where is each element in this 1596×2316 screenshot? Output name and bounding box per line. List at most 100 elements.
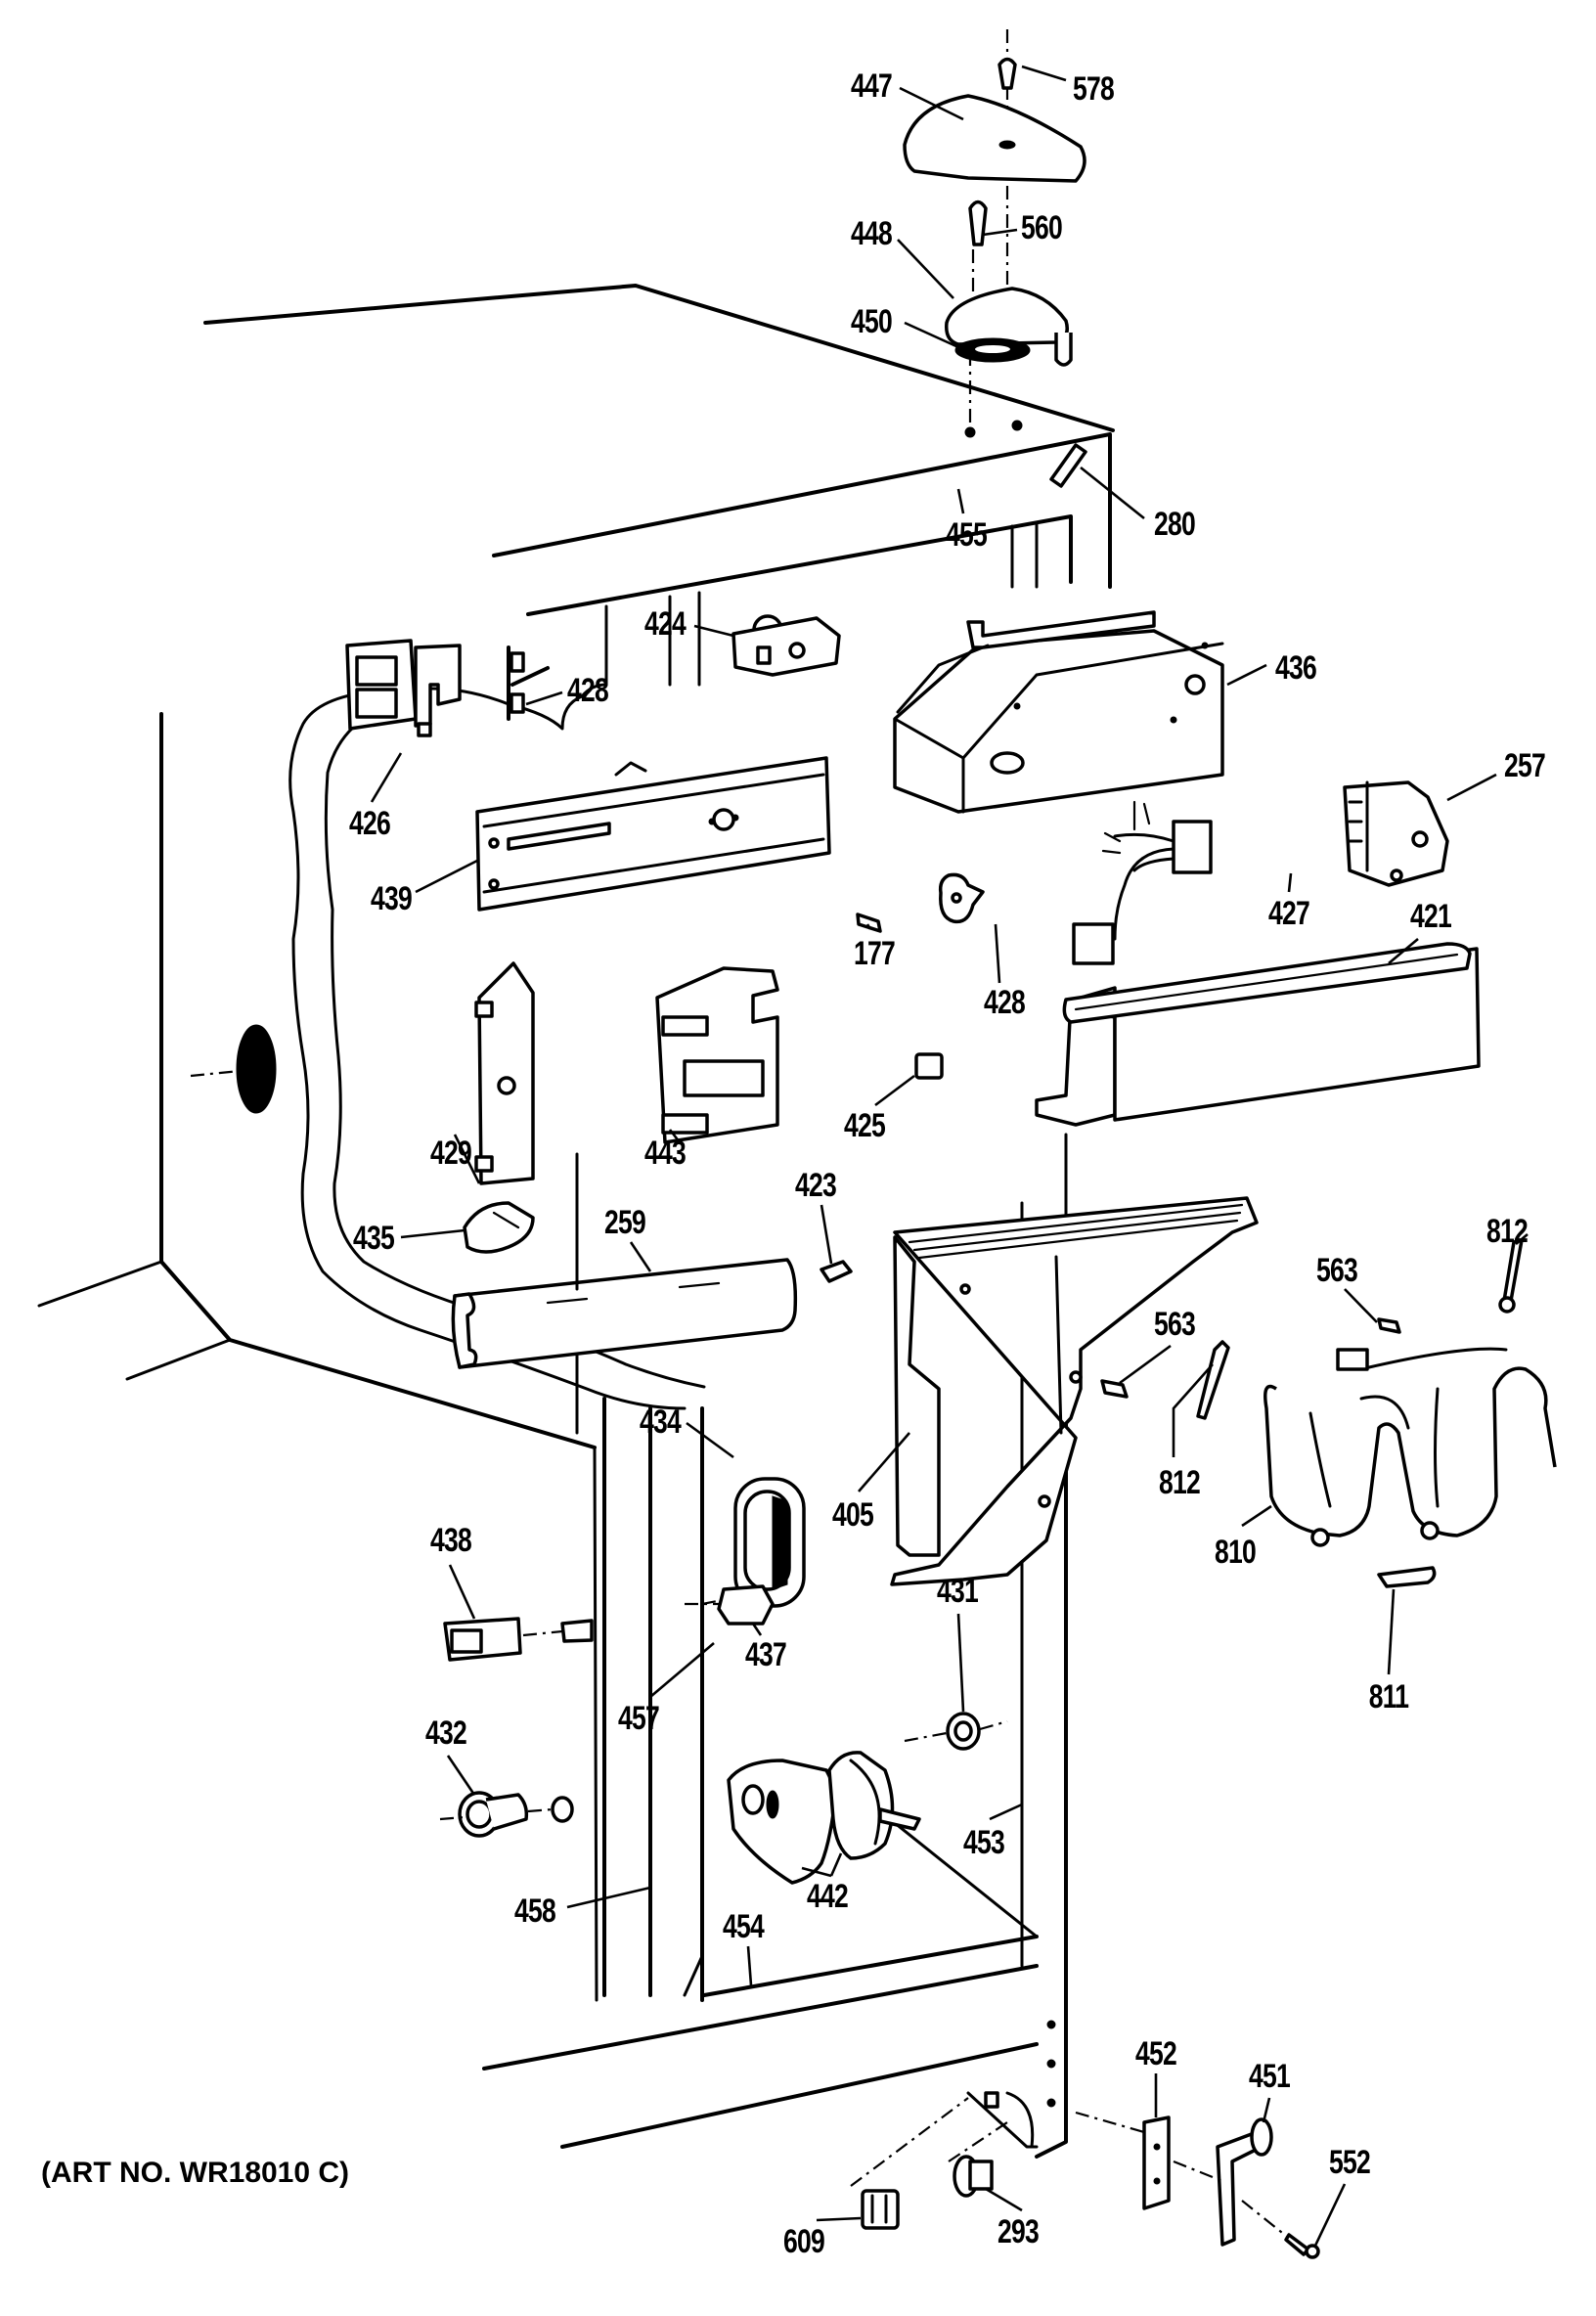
grommet-431 — [905, 1714, 1007, 1749]
post-hole — [1047, 2060, 1055, 2068]
floor-line-front — [127, 1340, 230, 1379]
part-label-450: 450 — [851, 303, 893, 340]
hinge-pin — [1056, 333, 1071, 365]
clamp-811 — [1379, 1568, 1435, 1586]
part-label-442: 442 — [807, 1878, 849, 1915]
liner-posts — [1012, 522, 1037, 587]
post-hole — [1047, 2021, 1055, 2028]
part-label-560: 560 — [1021, 209, 1063, 246]
screw-563-right — [1379, 1319, 1399, 1332]
screw-563-mid — [1102, 1381, 1127, 1397]
part-label-257: 257 — [1504, 747, 1546, 784]
fresh-food-top-liner — [528, 516, 1071, 614]
part-label-455: 455 — [946, 516, 988, 554]
part-label-439: 439 — [371, 880, 413, 917]
part-label-448: 448 — [851, 215, 893, 252]
part-label-432: 432 — [425, 1715, 467, 1752]
part-label-423: 423 — [795, 1167, 837, 1204]
water-tank-810 — [1265, 1349, 1555, 1545]
shim-slot — [975, 345, 1010, 353]
bottom-floor-mid — [484, 1966, 1037, 2069]
part-label-609: 609 — [783, 2223, 825, 2260]
switch-437 — [685, 1586, 773, 1624]
bracket-429 — [476, 963, 533, 1183]
bulb-423 — [821, 1262, 851, 1281]
part-label-811: 811 — [1368, 1678, 1409, 1715]
cabinet-top-back-edge — [205, 286, 1113, 430]
part-label-421: 421 — [1410, 898, 1452, 935]
tube-812-fitting — [1500, 1298, 1514, 1312]
part-label-563-mid: 563 — [1154, 1306, 1196, 1343]
screw-552 — [1286, 2235, 1308, 2254]
part-label-454: 454 — [723, 1908, 765, 1945]
bottom-floor-front — [562, 2044, 1037, 2147]
roller-293 — [949, 2122, 1007, 2196]
part-label-437: 437 — [745, 1636, 787, 1673]
part-label-447: 447 — [851, 67, 893, 105]
screw-578 — [999, 60, 1015, 89]
hinge-cover-447 — [905, 96, 1085, 181]
control-housing-436 — [895, 612, 1222, 812]
leader-lines — [372, 67, 1528, 2246]
part-label-563-right: 563 — [1316, 1252, 1358, 1289]
control-panel-421 — [1037, 944, 1479, 1125]
knob-435 — [465, 1203, 533, 1252]
cap-425 — [916, 1054, 942, 1078]
knob-gear-428 — [941, 874, 983, 921]
floor-line-back — [39, 1262, 161, 1306]
duct-cover-405 — [892, 1198, 1257, 1584]
part-label-259: 259 — [604, 1204, 646, 1241]
part-label-435: 435 — [353, 1220, 395, 1257]
part-label-458: 458 — [514, 1893, 556, 1930]
top-hinge-448 — [947, 289, 1068, 344]
part-label-812-mid: 812 — [1159, 1464, 1201, 1501]
part-label-452: 452 — [1135, 2035, 1177, 2072]
part-label-425: 425 — [844, 1107, 886, 1144]
hinge-axis-lower — [973, 186, 1007, 293]
left-mullion-lower — [595, 1448, 597, 2000]
part-label-293: 293 — [998, 2213, 1040, 2250]
part-label-434: 434 — [640, 1403, 682, 1441]
bracket-428 — [509, 647, 548, 719]
part-label-280: 280 — [1154, 506, 1196, 543]
light-shield-259 — [453, 1154, 795, 1367]
art-number: (ART NO. WR18010 C) — [41, 2157, 350, 2189]
part-label-810: 810 — [1215, 1534, 1257, 1571]
cabinet-top-front-edge — [494, 434, 1110, 587]
cabinet-left-edge — [161, 714, 595, 1448]
roller-609 — [851, 2098, 968, 2228]
screw-560 — [970, 202, 986, 245]
screw-177 — [858, 914, 880, 931]
switch-424 — [733, 616, 839, 675]
roller-bracket — [968, 2093, 1037, 2147]
bottom-floor-joint — [685, 1956, 702, 1995]
part-label-424: 424 — [644, 605, 687, 643]
harness-427 — [1074, 802, 1211, 963]
part-label-405: 405 — [832, 1496, 874, 1534]
part-label-451: 451 — [1249, 2058, 1291, 2095]
liner-ribs — [606, 593, 699, 685]
post-hole — [1047, 2099, 1055, 2107]
part-label-177: 177 — [854, 935, 896, 972]
cover-hole — [999, 141, 1015, 149]
part-label-443: 443 — [644, 1135, 687, 1172]
part-label-429: 429 — [430, 1135, 472, 1172]
oval-center-line — [191, 1071, 240, 1076]
part-label-436: 436 — [1275, 649, 1317, 687]
shim-452 — [1144, 2117, 1169, 2208]
part-label-552: 552 — [1329, 2144, 1371, 2181]
mullion-verticals — [604, 1399, 702, 2000]
light-socket-426 — [347, 641, 460, 735]
hinge-mount-hole — [965, 427, 975, 437]
part-label-431: 431 — [937, 1573, 979, 1610]
tube-812-mid — [1198, 1342, 1228, 1418]
right-hinge-post — [1037, 1359, 1066, 2157]
mounting-plate-443 — [657, 968, 777, 1142]
damper-442 — [729, 1753, 919, 1883]
bottom-floor-back — [704, 1937, 1037, 1995]
part-label-578: 578 — [1073, 70, 1115, 108]
part-label-427: 427 — [1268, 895, 1310, 932]
timer-257 — [1345, 782, 1447, 885]
bottom-hinge-hardware — [1076, 2113, 1318, 2257]
part-label-426: 426 — [349, 805, 391, 842]
